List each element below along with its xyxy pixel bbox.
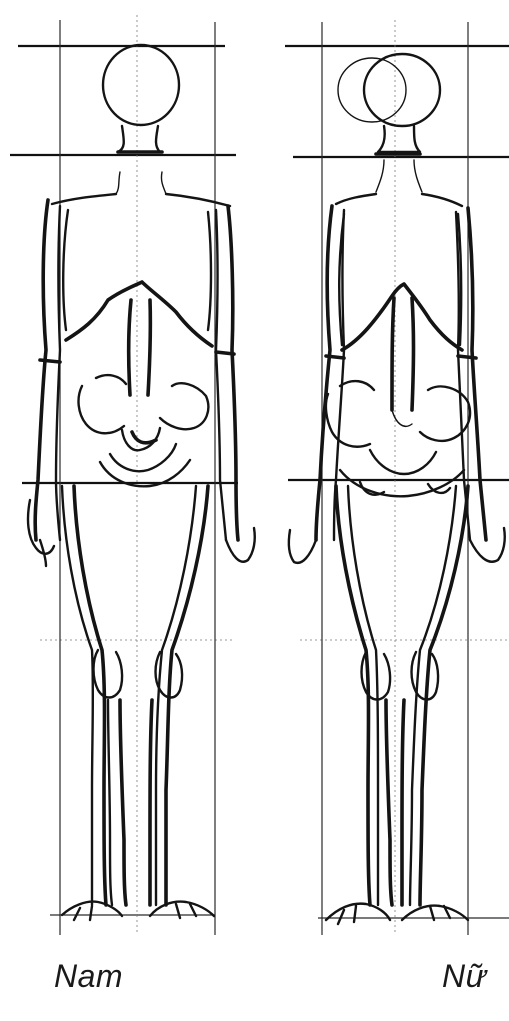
female-spine [392,298,414,410]
female-skull [364,54,440,126]
male-caption: Nam [54,958,123,995]
female-left-foot [326,904,390,924]
proportion-grid [10,15,509,935]
male-ribcage-lower [66,282,212,346]
male-pelvis [79,375,209,486]
female-skeleton [289,54,505,924]
female-ribcage-lower [342,284,462,350]
female-caption: Nữ [442,958,486,995]
male-right-arm [228,206,238,540]
female-right-arm [468,208,486,540]
male-spine [129,300,151,395]
female-right-leg [420,486,468,905]
male-left-arm [35,200,48,540]
male-skull [103,45,179,125]
female-left-arm [316,206,332,540]
